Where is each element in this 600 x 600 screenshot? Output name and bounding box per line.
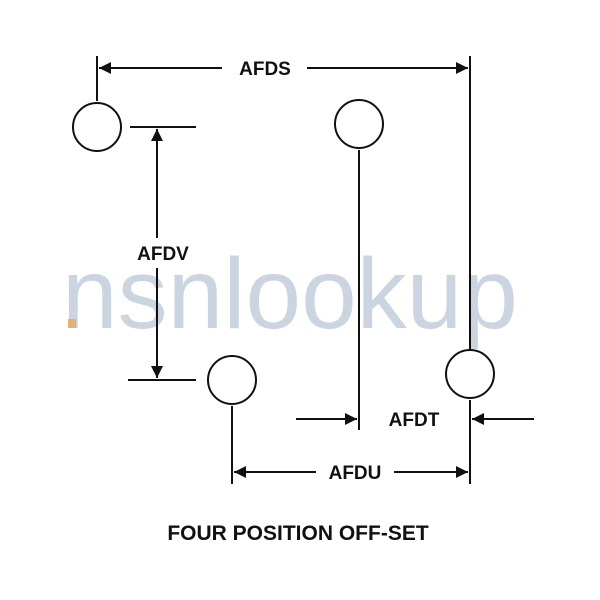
watermark-dot [68,319,76,328]
watermark-text: nsnlookup [62,238,518,350]
afdu-label: AFDU [329,463,382,484]
afds-label: AFDS [239,59,291,80]
position-circle-top-right [334,99,384,149]
extension-lines [96,56,471,484]
position-circle-top-left [72,102,122,152]
position-circles [72,99,495,405]
dimension-afdu: AFDU [234,463,468,484]
afdt-label: AFDT [389,410,440,431]
dimension-afdv: AFDV [137,129,189,378]
dimension-afdt: AFDT [296,410,534,431]
afdv-label: AFDV [137,244,189,265]
watermark: nsnlookup [62,238,518,350]
position-circle-bottom-right [445,349,495,399]
diagram-caption: FOUR POSITION OFF-SET [167,522,429,545]
position-circle-bottom-left [207,355,257,405]
dimension-afds: AFDS [99,59,468,80]
